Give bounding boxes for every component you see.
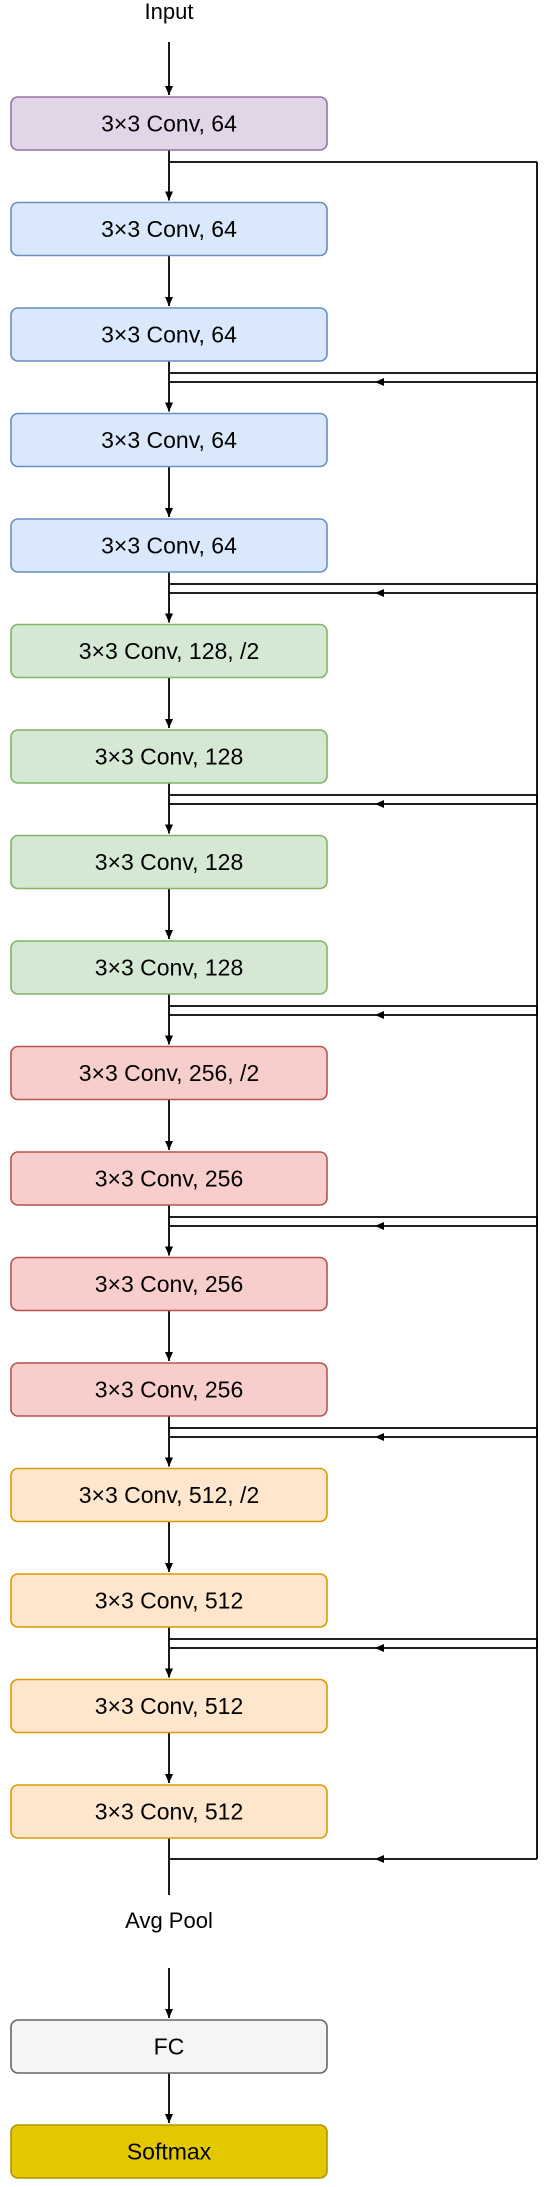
- head-layer-softmax-box: [10, 2124, 328, 2179]
- conv-layer-11: 3×3 Conv, 256: [10, 1151, 328, 1206]
- conv-layer-13-box: [10, 1362, 328, 1417]
- layer-blocks: 3×3 Conv, 64 3×3 Conv, 64 3×3 Conv, 64 3×3 …: [10, 96, 328, 2179]
- conv-layer-3: 3×3 Conv, 64: [10, 307, 328, 362]
- conv-layer-3-label: 3×3 Conv, 64: [101, 322, 237, 348]
- conv-layer-8-label: 3×3 Conv, 128: [95, 849, 244, 875]
- conv-layer-8: 3×3 Conv, 128: [10, 834, 328, 890]
- conv-layer-10-box: [10, 1045, 328, 1101]
- conv-layer-15: 3×3 Conv, 512: [10, 1573, 328, 1628]
- conv-layer-12-label: 3×3 Conv, 256: [95, 1271, 244, 1297]
- conv-layer-15-label: 3×3 Conv, 512: [95, 1588, 244, 1614]
- conv-layer-7: 3×3 Conv, 128: [10, 729, 328, 784]
- conv-layer-14: 3×3 Conv, 512, /2: [10, 1467, 328, 1523]
- conv-layer-2: 3×3 Conv, 64: [10, 201, 328, 257]
- conv-layer-4: 3×3 Conv, 64: [10, 412, 328, 468]
- conv-layer-4-label: 3×3 Conv, 64: [101, 427, 237, 453]
- conv-layer-1: 3×3 Conv, 64: [10, 96, 328, 151]
- conv-layer-9-label: 3×3 Conv, 128: [95, 955, 244, 981]
- conv-layer-2-box: [10, 201, 328, 257]
- conv-layer-2-label: 3×3 Conv, 64: [101, 216, 237, 242]
- conv-layer-6-box: [10, 623, 328, 679]
- conv-layer-7-box: [10, 729, 328, 784]
- conv-layer-16-label: 3×3 Conv, 512: [95, 1693, 244, 1719]
- conv-layer-5: 3×3 Conv, 64: [10, 518, 328, 573]
- input-label: Input: [145, 0, 194, 24]
- conv-layer-17: 3×3 Conv, 512: [10, 1784, 328, 1839]
- conv-layer-1-box: [10, 96, 328, 151]
- conv-layer-5-box: [10, 518, 328, 573]
- conv-layer-6-label: 3×3 Conv, 128, /2: [79, 638, 260, 664]
- conv-layer-16: 3×3 Conv, 512: [10, 1678, 328, 1734]
- conv-layer-10: 3×3 Conv, 256, /2: [10, 1045, 328, 1101]
- conv-layer-11-label: 3×3 Conv, 256: [95, 1166, 244, 1192]
- conv-layer-6: 3×3 Conv, 128, /2: [10, 623, 328, 679]
- head-layer-fc: FC: [10, 2019, 328, 2074]
- conv-layer-14-label: 3×3 Conv, 512, /2: [79, 1482, 260, 1508]
- conv-layer-10-label: 3×3 Conv, 256, /2: [79, 1060, 260, 1086]
- conv-layer-5-label: 3×3 Conv, 64: [101, 533, 237, 559]
- conv-layer-3-box: [10, 307, 328, 362]
- conv-layer-9-box: [10, 940, 328, 995]
- conv-layer-12: 3×3 Conv, 256: [10, 1256, 328, 1312]
- conv-layer-16-box: [10, 1678, 328, 1734]
- conv-layer-7-label: 3×3 Conv, 128: [95, 744, 244, 770]
- conv-layer-17-box: [10, 1784, 328, 1839]
- conv-layer-11-box: [10, 1151, 328, 1206]
- head-layer-softmax: Softmax: [10, 2124, 328, 2179]
- conv-layer-17-label: 3×3 Conv, 512: [95, 1799, 244, 1825]
- conv-layer-4-box: [10, 412, 328, 468]
- conv-layer-12-box: [10, 1256, 328, 1312]
- conv-layer-1-label: 3×3 Conv, 64: [101, 111, 237, 137]
- conv-layer-8-box: [10, 834, 328, 890]
- avg-pool-label: Avg Pool: [125, 1908, 213, 1933]
- head-layer-softmax-label: Softmax: [127, 2139, 212, 2165]
- conv-layer-14-box: [10, 1467, 328, 1523]
- head-layer-fc-label: FC: [154, 2034, 185, 2060]
- conv-layer-9: 3×3 Conv, 128: [10, 940, 328, 995]
- head-layer-fc-box: [10, 2019, 328, 2074]
- conv-layer-13: 3×3 Conv, 256: [10, 1362, 328, 1417]
- connections-layer: [165, 42, 538, 2123]
- conv-layer-15-box: [10, 1573, 328, 1628]
- conv-layer-13-label: 3×3 Conv, 256: [95, 1377, 244, 1403]
